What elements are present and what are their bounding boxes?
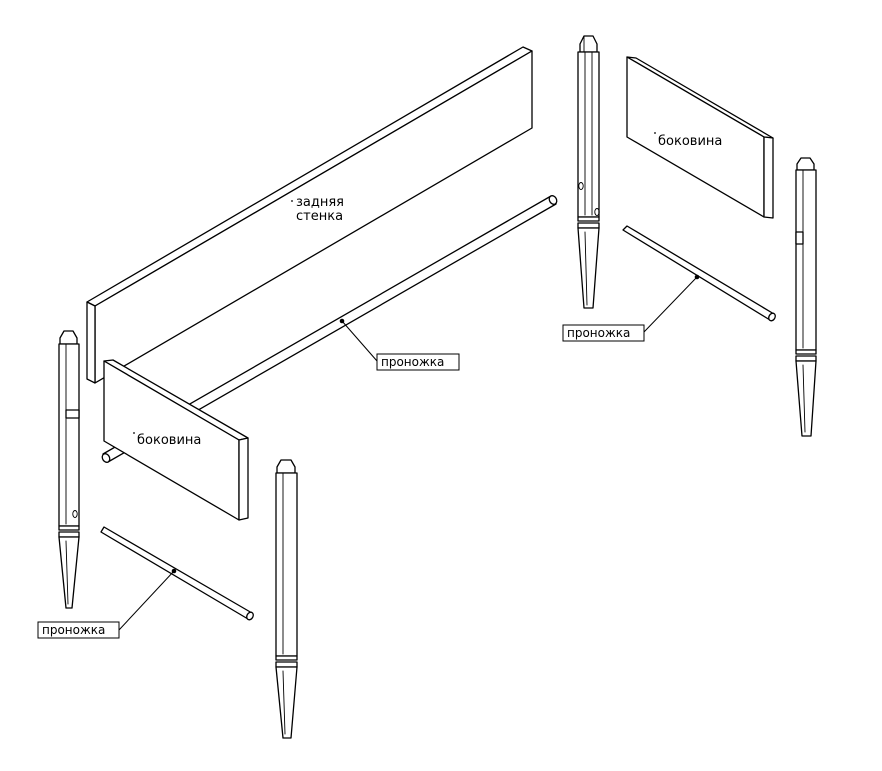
leg-back-left [58, 330, 80, 609]
left-side-panel-label: боковина [137, 433, 201, 448]
right-side-panel [626, 56, 774, 219]
callout-left-crossbar-label: проножка [42, 623, 105, 637]
leg-back-right [577, 35, 600, 309]
right-side-panel-label: боковина [658, 134, 722, 149]
back-wall-label-line2: стенка [296, 209, 343, 224]
callout-long-crossbar: проножка [339, 318, 460, 371]
callout-right-crossbar: проножка [562, 274, 700, 342]
back-wall-label: задняя стенка [291, 195, 344, 224]
left-crossbar [100, 526, 254, 621]
callout-long-crossbar-label: проножка [381, 355, 444, 369]
right-crossbar [622, 225, 776, 322]
long-crossbar [101, 195, 558, 463]
leg-front-left [275, 459, 298, 739]
left-side-panel [103, 359, 249, 521]
callout-left-crossbar: проножка [37, 568, 177, 639]
leg-front-right [795, 157, 817, 437]
back-wall-label-line1: задняя [296, 195, 344, 210]
back-wall-panel [86, 46, 533, 384]
callout-right-crossbar-label: проножка [567, 326, 630, 340]
